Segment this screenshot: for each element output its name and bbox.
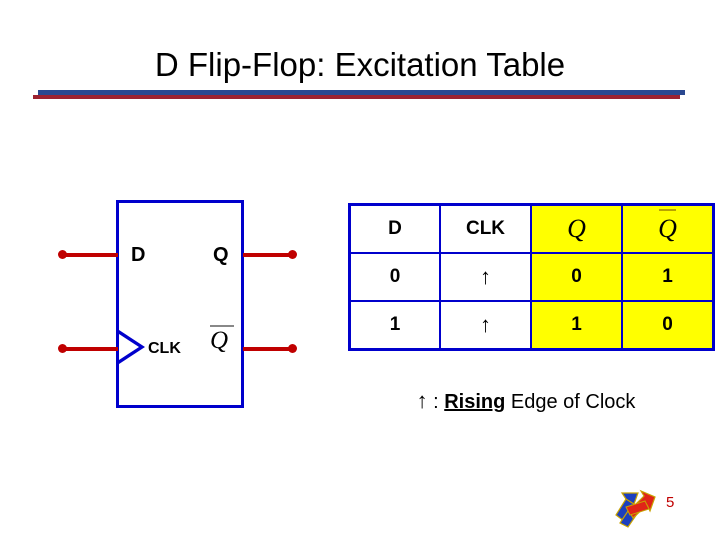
table-header-cell: Q [530, 203, 623, 254]
wire-q-output [243, 253, 295, 257]
table-cell: 1 [348, 300, 441, 351]
wire-q-bar-output [243, 347, 295, 351]
rising-edge-arrow-icon: ↑ [439, 252, 532, 302]
pin-label-clk: CLK [148, 340, 181, 357]
terminal-dot-q-bar [288, 344, 297, 353]
pin-label-q-bar-overline [210, 325, 234, 327]
legend-arrow-icon: ↑ [416, 388, 428, 413]
terminal-dot-q [288, 250, 297, 259]
flip-flop-body [116, 200, 244, 408]
terminal-dot-clk [58, 344, 67, 353]
pin-label-q-bar: Q [210, 327, 229, 354]
page-title: D Flip-Flop: Excitation Table [154, 46, 566, 83]
clock-edge-triangle-inner [119, 334, 139, 360]
terminal-dot-d [58, 250, 67, 259]
legend-suffix: Edge of Clock [505, 391, 636, 413]
crossed-arrows-logo-icon [615, 489, 656, 528]
table-cell: 1 [621, 252, 715, 302]
table-cell: 1 [530, 300, 623, 351]
legend-emphasis: Rising [444, 391, 506, 413]
legend-rising-edge: ↑ : Rising Edge of Clock [348, 388, 704, 414]
table-header-cell: D [348, 203, 441, 254]
table-header-cell: Q [621, 203, 715, 254]
header-q-bar: Q [658, 208, 677, 243]
slide-number: 5 [666, 494, 675, 511]
header-q: Q [567, 213, 586, 243]
table-cell: 0 [348, 252, 441, 302]
title-rule-red [33, 95, 680, 99]
wire-d-input [62, 253, 118, 257]
table-cell: 0 [530, 252, 623, 302]
wire-clk-input [62, 347, 118, 351]
title-rule-blue [38, 90, 685, 95]
legend-separator: : [427, 391, 445, 413]
table-header-cell: CLK [439, 203, 532, 254]
pin-label-q: Q [213, 244, 229, 266]
table-cell: 0 [621, 300, 715, 351]
rising-edge-arrow-icon: ↑ [439, 300, 532, 351]
pin-label-d: D [131, 244, 146, 266]
